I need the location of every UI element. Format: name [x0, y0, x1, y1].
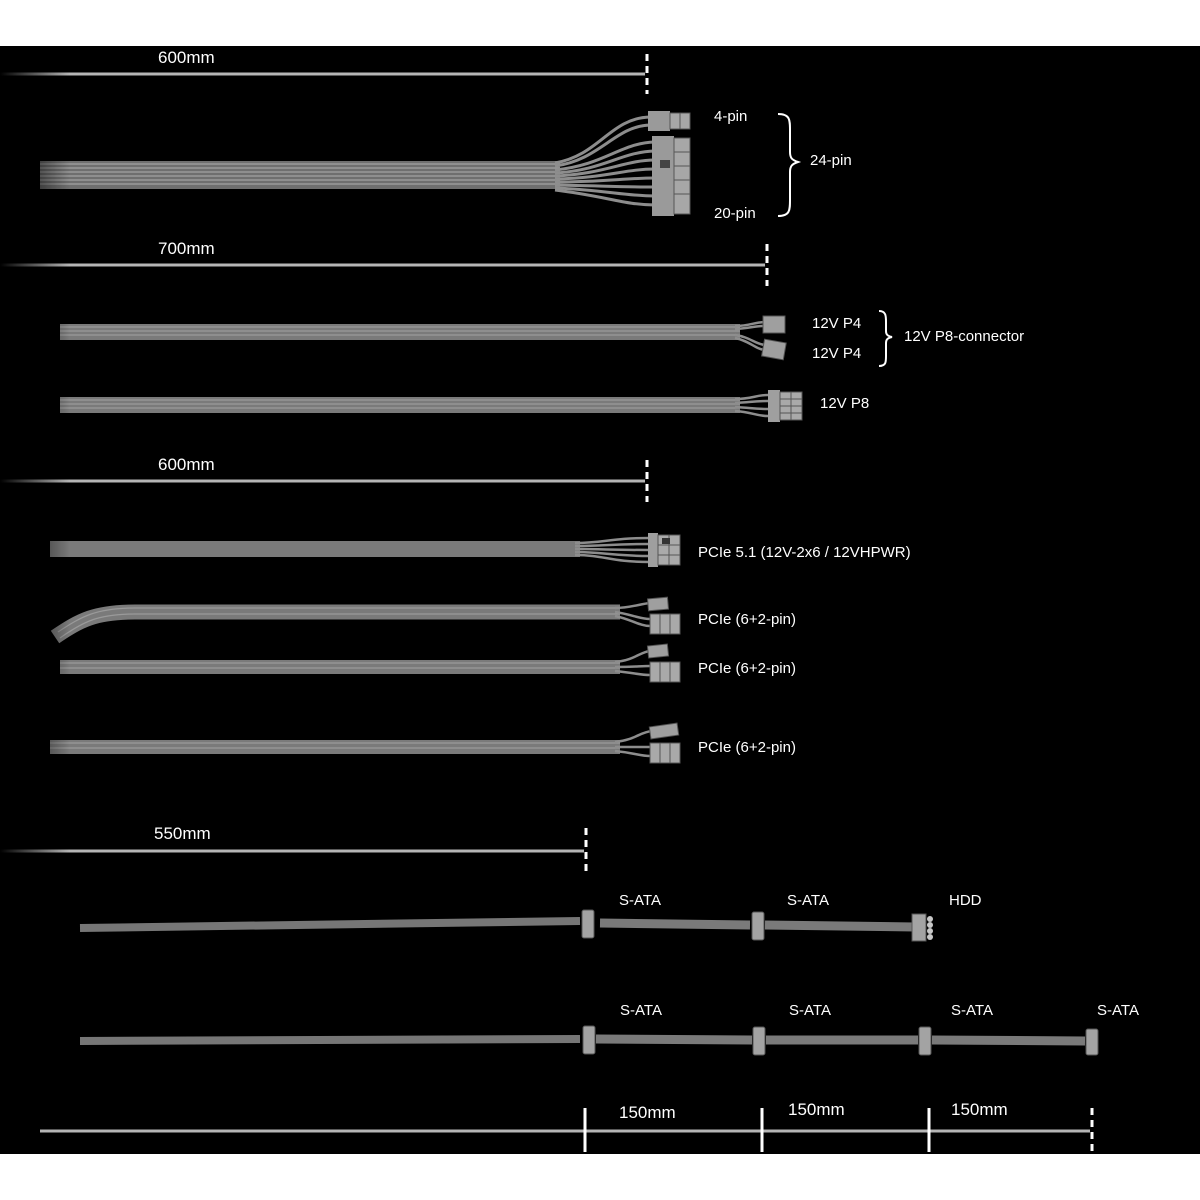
measure-150mm-segments	[40, 1108, 1094, 1152]
connector-label-pcie-c: PCIe (6+2-pin)	[698, 739, 796, 756]
brace-24pin	[777, 113, 802, 217]
sata-cable-row2	[79, 1025, 1099, 1056]
pcie-cable-a	[50, 596, 681, 644]
measure-700mm	[0, 244, 769, 286]
cpu-p8-cable	[60, 390, 803, 422]
pcie-cable-c	[50, 722, 681, 764]
brace-p8-connector	[878, 310, 893, 367]
measure-600mm-mid	[0, 460, 649, 502]
connector-label-12v-p8-connector: 12V P8-connector	[904, 328, 1025, 345]
connector-label-pcie-a: PCIe (6+2-pin)	[698, 611, 796, 628]
connector-label-sata-r2-4: S-ATA	[1097, 1002, 1139, 1019]
connector-label-24pin: 24-pin	[810, 152, 852, 169]
connector-label-12v-p8: 12V P8	[820, 395, 870, 412]
measure-600mm-top	[0, 54, 649, 94]
measure-550mm	[0, 828, 588, 872]
connector-label-pcie51: PCIe 5.1 (12V-2x6 / 12VHPWR)	[698, 544, 911, 561]
cpu-p4p4-cable	[60, 315, 787, 361]
length-label-550mm: 550mm	[154, 824, 211, 843]
connector-label-sata-r2-1: S-ATA	[620, 1002, 662, 1019]
sata-cable-row1	[79, 909, 933, 942]
connector-label-12v-p4-b: 12V P4	[812, 345, 862, 362]
length-label-seg3: 150mm	[951, 1100, 1008, 1119]
pcie-cable-b	[60, 643, 681, 683]
connector-label-20pin: 20-pin	[714, 205, 756, 222]
length-label-seg2: 150mm	[788, 1100, 845, 1119]
connector-label-sata-r1-1: S-ATA	[619, 892, 661, 909]
length-label-700mm: 700mm	[158, 239, 215, 258]
cable-artwork	[0, 46, 1099, 1152]
length-label-seg1: 150mm	[619, 1103, 676, 1122]
connector-label-4pin: 4-pin	[714, 108, 748, 125]
length-label-600mm-top: 600mm	[158, 48, 215, 67]
connector-label-sata-r2-2: S-ATA	[789, 1002, 831, 1019]
pcie51-cable	[50, 533, 681, 567]
connector-label-sata-r2-3: S-ATA	[951, 1002, 993, 1019]
atx-24pin-cable	[40, 111, 691, 216]
connector-label-hdd: HDD	[949, 892, 982, 909]
connector-label-sata-r1-2: S-ATA	[787, 892, 829, 909]
length-label-600mm-mid: 600mm	[158, 455, 215, 474]
connector-label-12v-p4-a: 12V P4	[812, 315, 862, 332]
cable-diagram-canvas: 600mm 700mm 600mm 550mm 150mm 150mm 150m…	[0, 46, 1200, 1154]
connector-label-pcie-b: PCIe (6+2-pin)	[698, 660, 796, 677]
